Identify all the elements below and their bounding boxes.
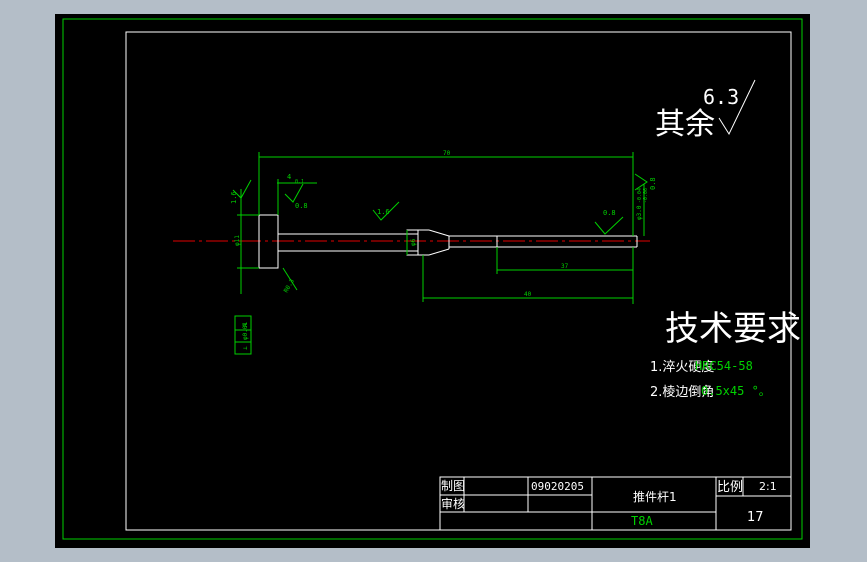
dim-head-thickness: 4 [287,173,291,181]
dimension-lines [237,152,645,304]
roughness-symbol-end [634,173,648,191]
dim-overall-length: 70 [443,150,451,157]
outer-frame [62,18,803,540]
dim-edge-tol: 0.1 [295,179,304,185]
drawn-label: 制图 [441,479,465,493]
scale-label: 比例 [717,480,743,495]
sheet-number: 17 [747,510,764,525]
roughness-symbol-pin [594,216,624,235]
title-block: 制图 审核 09020205 推件杆1 T8A 比例 2:1 17 [439,476,792,531]
tech-req-title: 技术要求 [665,309,801,349]
dimension-texts: 70 4 0.1 φ11 φ6 φ3.0 -0.04 -0.06 37 40 R… [234,150,649,298]
other-roughness-value: 6.3 [703,85,739,109]
dim-body-diameter: φ6 [410,238,417,246]
other-roughness: 其余 6.3 [655,79,756,142]
tech-req-item-1: 1.淬火硬度 [650,359,714,375]
dim-head-diameter: φ11 [234,235,241,246]
roughness-left-top: 1.6 [230,191,238,204]
drawing-canvas: 70 4 0.1 φ11 φ6 φ3.0 -0.04 -0.06 37 40 R… [62,18,803,540]
tolerance-frame: ⊥ φ0.01 A [234,315,252,355]
part-name: 推件杆1 [633,490,677,504]
drawing-sheet: 70 4 0.1 φ11 φ6 φ3.0 -0.04 -0.06 37 40 R… [55,14,810,548]
tech-req-item-2: 2.棱边倒角 [650,384,714,400]
other-roughness-symbol [718,79,756,136]
roughness-end: 0.8 [649,177,657,190]
scale-value: 2:1 [759,480,777,493]
check-label: 审核 [441,496,465,511]
other-roughness-label: 其余 [655,107,715,142]
roughness-shoulder: 1.6 [377,208,390,216]
dim-pin-length: 37 [561,263,569,270]
material: T8A [631,514,653,528]
roughness-pin: 0.8 [603,209,616,217]
dim-pin-tol-lower: -0.06 [643,188,649,203]
part-outline [258,214,638,269]
dim-pin-tol-upper: -0.04 [637,188,643,203]
roughness-symbol-left-top [232,179,252,199]
tech-req-chamfer: 0.5x45 °。 [701,384,771,398]
tolerance-symbol: ⊥ [242,346,249,350]
roughness-symbol-shoulder [372,201,400,221]
dim-pin-diameter: φ3.0 [636,205,643,220]
drawing-number: 09020205 [531,480,584,493]
tolerance-value: φ0.01 [242,322,249,340]
roughness-left-bottom: 0.8 [295,202,308,210]
roughness-symbol-left-bottom [284,183,304,203]
tolerance-datum: A [242,323,249,327]
roughness-symbols: 1.6 0.8 1.6 0.8 0.8 [230,173,657,235]
tech-req-hardness: HRC54-58 [695,359,753,373]
dim-body-length: 40 [524,291,532,298]
tech-requirements: 技术要求 1.淬火硬度 2.棱边倒角 HRC54-58 0.5x45 °。 [650,309,801,400]
